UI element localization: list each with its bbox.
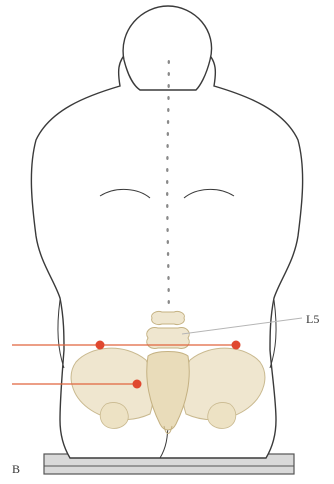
spine-dot bbox=[167, 252, 169, 256]
spine-dot bbox=[168, 60, 170, 64]
spine-dot bbox=[166, 144, 168, 148]
spine-dot bbox=[167, 84, 169, 88]
sacroiliac-marker bbox=[133, 380, 142, 389]
right-femur-head bbox=[208, 402, 236, 428]
spine-dot bbox=[167, 96, 169, 100]
head-outline bbox=[123, 6, 211, 90]
left-femur-head bbox=[100, 402, 128, 428]
spine-dot bbox=[166, 204, 168, 208]
spine-dot bbox=[168, 72, 170, 76]
spine-dot bbox=[166, 228, 168, 232]
spine-dot bbox=[167, 264, 169, 268]
left-iliac-crest-marker bbox=[96, 341, 105, 350]
spine-dot bbox=[167, 276, 169, 280]
spine-dot bbox=[167, 108, 169, 112]
spine-dot bbox=[167, 132, 169, 136]
panel-label: B bbox=[12, 462, 20, 477]
spine-dot bbox=[166, 192, 168, 196]
right-iliac-crest-marker bbox=[232, 341, 241, 350]
spine-dot bbox=[168, 300, 170, 304]
spine-dot bbox=[167, 120, 169, 124]
l5-label: L5 bbox=[306, 312, 319, 327]
spine-dot bbox=[167, 240, 169, 244]
spine-dot bbox=[166, 180, 168, 184]
spine-dot bbox=[166, 156, 168, 160]
l4-vertebra bbox=[152, 311, 185, 324]
spine-dot bbox=[166, 168, 168, 172]
spine-dot bbox=[166, 216, 168, 220]
spine-dot bbox=[167, 288, 169, 292]
